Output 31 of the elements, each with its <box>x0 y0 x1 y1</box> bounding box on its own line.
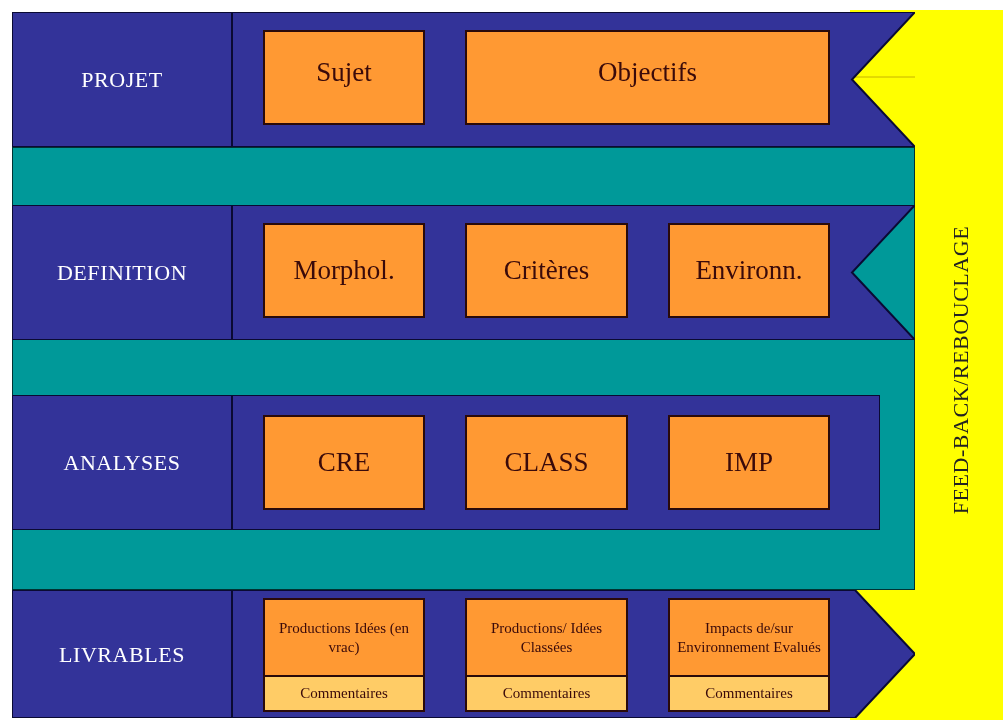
item-text: CRE <box>317 446 371 480</box>
item-text: Objectifs <box>598 56 697 89</box>
stage-band <box>12 12 915 147</box>
item-box <box>465 415 628 510</box>
deliverable-text: Productions/ Idées Classées <box>489 618 604 657</box>
comment-text: Commentaires <box>705 684 793 704</box>
comment-text: Commentaires <box>502 684 591 704</box>
deliverable-text: Productions Idées (en vrac) <box>278 618 410 657</box>
stage-band <box>12 590 915 718</box>
feedback-label: FEED-BACK/REBOUCLAGE <box>946 225 974 515</box>
item-text: Critères <box>503 254 590 288</box>
item-box <box>263 223 425 318</box>
stage-label: LIVRABLES <box>59 640 185 669</box>
item-text: CLASS <box>504 446 589 480</box>
comment-text: Commentaires <box>300 684 388 704</box>
item-text: Sujet <box>316 56 372 89</box>
item-text: IMP <box>725 446 773 480</box>
item-box <box>668 415 830 510</box>
item-box <box>263 415 425 510</box>
item-box <box>263 30 425 125</box>
stage-band <box>12 395 880 530</box>
stage-label: DEFINITION <box>56 259 188 287</box>
item-text: Morphol. <box>293 254 395 288</box>
stage-label: PROJET <box>81 66 163 94</box>
item-box <box>668 223 830 318</box>
stage-band <box>12 205 915 340</box>
deliverable-text: Impacts de/sur Environnement Evalués <box>676 618 822 657</box>
item-text: Environn. <box>695 254 803 288</box>
item-box <box>465 223 628 318</box>
item-box <box>465 30 830 125</box>
stage-label: ANALYSES <box>63 449 181 477</box>
